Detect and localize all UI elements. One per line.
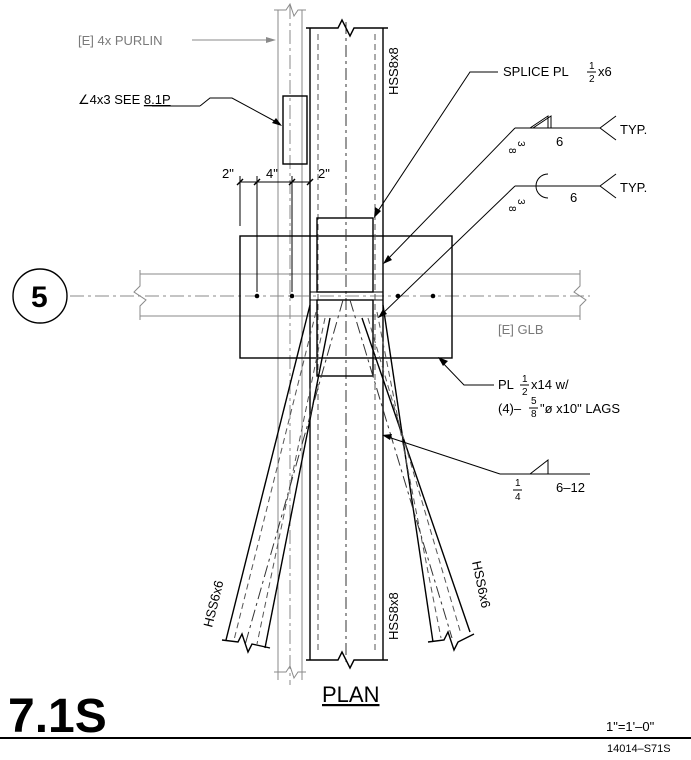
- splice-plate-top: [316, 217, 374, 293]
- hss6x6-brace-left: [221, 299, 344, 654]
- weld-symbol-middle: 6 3 8 TYP.: [378, 173, 647, 318]
- hss6x6-brace-right: [349, 299, 475, 652]
- svg-text:3: 3: [515, 199, 526, 205]
- hss8x8-label-bottom: HSS8x8: [386, 592, 401, 640]
- weld-symbol-bottom: 6–12 1 4: [382, 434, 590, 503]
- svg-text:x6: x6: [598, 64, 612, 79]
- grid-bubble-5: 5: [12, 268, 68, 324]
- svg-text:TYP.: TYP.: [620, 122, 647, 137]
- glb-label: [E] GLB: [498, 322, 544, 337]
- weld-symbol-top: 6 3 8 TYP.: [383, 115, 647, 264]
- existing-glb: [70, 270, 590, 320]
- svg-text:6–12: 6–12: [556, 480, 585, 495]
- dim-2-right: 2": [318, 166, 330, 181]
- svg-text:2: 2: [589, 74, 595, 85]
- svg-text:6: 6: [556, 134, 563, 149]
- svg-text:4: 4: [515, 492, 521, 503]
- svg-text:3: 3: [515, 141, 526, 147]
- grid-label: 5: [31, 281, 48, 314]
- dimension-string: 2" 4" 2": [222, 166, 330, 226]
- lag-bolts: [254, 196, 436, 299]
- svg-text:8: 8: [506, 148, 517, 154]
- svg-text:x14 w/: x14 w/: [531, 377, 569, 392]
- svg-text:SPLICE PL: SPLICE PL: [503, 64, 569, 79]
- purlin-label: [E] 4x PURLIN: [78, 33, 163, 48]
- svg-text:PL: PL: [498, 377, 514, 392]
- hss6x6-label-left: HSS6x6: [200, 579, 226, 629]
- svg-text:"ø x10" LAGS: "ø x10" LAGS: [540, 401, 620, 416]
- view-title: PLAN: [322, 682, 379, 707]
- plate-callout: PL 1 2 x14 w/ (4)– 5 8 "ø x10" LAGS: [438, 357, 620, 420]
- svg-text:2: 2: [522, 387, 528, 398]
- hss8x8-column: [306, 18, 388, 670]
- svg-text:1: 1: [589, 61, 595, 72]
- svg-text:5: 5: [531, 396, 537, 407]
- sheet-reference: 14014–S71S: [607, 743, 671, 755]
- svg-text:1: 1: [515, 478, 521, 489]
- hss6x6-label-right: HSS6x6: [469, 560, 494, 610]
- splice-callout: SPLICE PL 1 2 x6: [374, 61, 612, 218]
- svg-text:TYP.: TYP.: [620, 180, 647, 195]
- hss8x8-label-top: HSS8x8: [386, 47, 401, 95]
- dim-4: 4": [266, 166, 278, 181]
- svg-text:8: 8: [506, 206, 517, 212]
- scale-label: 1"=1'–0": [606, 719, 655, 734]
- existing-purlin: [274, 2, 306, 685]
- svg-text:8: 8: [531, 409, 537, 420]
- detail-number: 7.1S: [8, 690, 107, 743]
- angle-label: ∠4x3 SEE 8.1P: [78, 92, 171, 107]
- dim-2-left: 2": [222, 166, 234, 181]
- svg-text:1: 1: [522, 374, 528, 385]
- svg-text:6: 6: [570, 190, 577, 205]
- angle-4x3: [282, 95, 308, 165]
- svg-text:(4)–: (4)–: [498, 401, 522, 416]
